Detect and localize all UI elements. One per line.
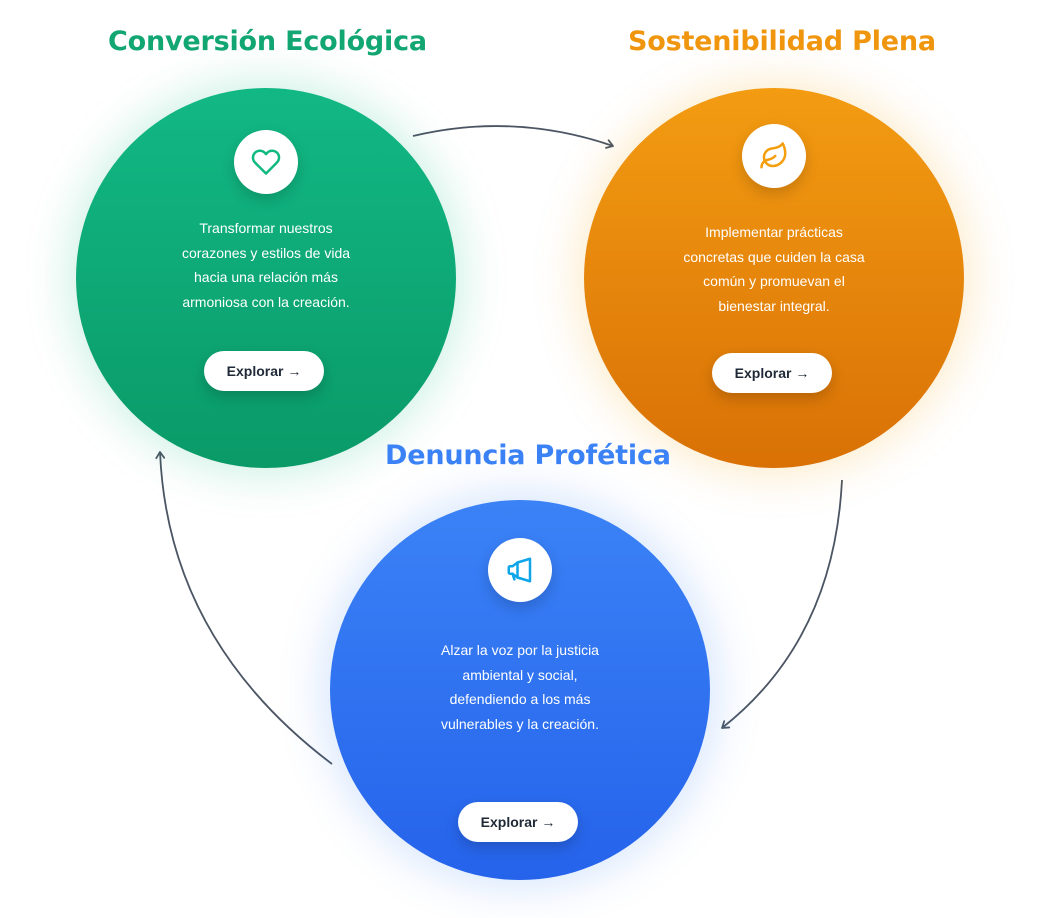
- sostenibilidad-description: Implementar prácticas concretas que cuid…: [683, 224, 865, 314]
- sostenibilidad-title: Sostenibilidad Plena: [628, 26, 936, 57]
- arrow-sostenibilidad-to-denuncia: [721, 479, 843, 729]
- sostenibilidad-circle: Implementar prácticas concretas que cuid…: [584, 88, 964, 468]
- sostenibilidad-explore-button[interactable]: Explorar →: [712, 353, 832, 393]
- conversion-description: Transformar nuestros corazones y estilos…: [181, 220, 351, 310]
- sostenibilidad-icon-badge: [742, 124, 806, 188]
- arrow-conversion-to-sostenibilidad: [412, 125, 614, 149]
- denuncia-title: Denuncia Profética: [385, 440, 671, 471]
- denuncia-icon-badge: [488, 538, 552, 602]
- denuncia-explore-button[interactable]: Explorar →: [458, 802, 578, 842]
- arrow-denuncia-to-conversion: [155, 451, 333, 765]
- leaf-icon: [759, 141, 789, 171]
- heart-icon: [251, 147, 281, 177]
- conversion-icon-badge: [234, 130, 298, 194]
- megaphone-icon: [505, 555, 535, 585]
- conversion-title: Conversión Ecológica: [108, 26, 427, 57]
- conversion-explore-button[interactable]: Explorar →: [204, 351, 324, 391]
- denuncia-circle: Alzar la voz por la justicia ambiental y…: [330, 500, 710, 880]
- conversion-circle: Transformar nuestros corazones y estilos…: [76, 88, 456, 468]
- denuncia-description: Alzar la voz por la justicia ambiental y…: [441, 642, 599, 732]
